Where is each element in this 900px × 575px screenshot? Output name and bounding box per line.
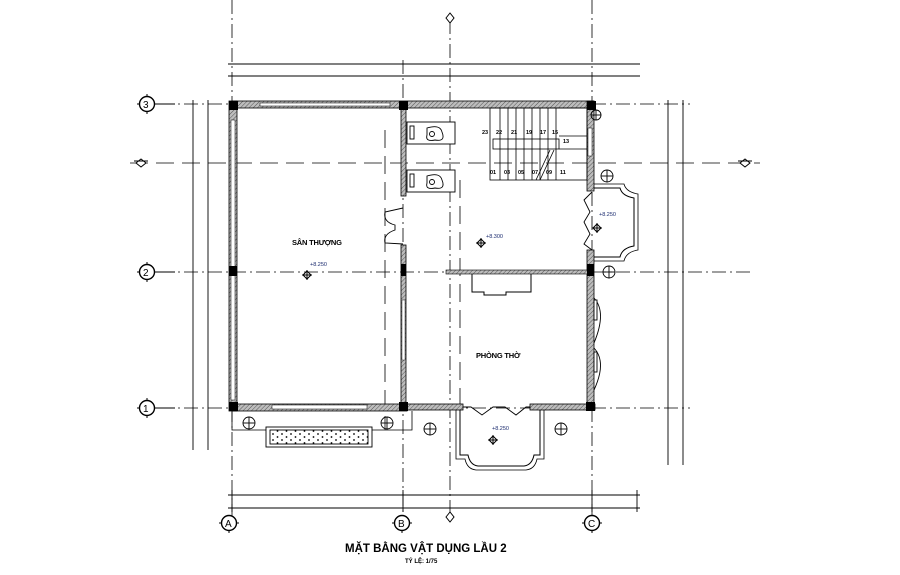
right-balcony <box>594 187 635 258</box>
grid-bubble-row-3: 3 <box>137 94 175 114</box>
svg-text:C: C <box>588 519 595 530</box>
elevation-label: +8.250 <box>492 426 509 432</box>
stair-step-numbers: 23 22 21 19 17 15 13 01 03 05 07 09 11 <box>482 130 569 176</box>
svg-text:07: 07 <box>532 170 538 176</box>
grid-lines <box>160 0 750 520</box>
crosshair-markers <box>242 109 616 436</box>
walls <box>228 100 596 412</box>
svg-text:2: 2 <box>143 268 149 279</box>
svg-text:3: 3 <box>143 100 149 111</box>
grid-bubble-row-2: 2 <box>137 262 175 282</box>
wash-fixtures <box>406 121 456 193</box>
elevation-label: +8.250 <box>310 262 327 268</box>
svg-text:15: 15 <box>552 130 558 136</box>
altar-cabinet <box>471 274 532 296</box>
dimension-lines <box>192 63 684 512</box>
elevation-marker-icons <box>302 223 602 445</box>
svg-text:03: 03 <box>504 170 510 176</box>
svg-text:13: 13 <box>563 139 569 145</box>
room-label-phong-tho: PHÒNG THỜ <box>476 351 521 360</box>
elevation-label: +8.250 <box>599 212 616 218</box>
svg-text:11: 11 <box>560 170 566 176</box>
elevation-label: +8.300 <box>486 234 503 240</box>
svg-text:A: A <box>225 519 232 530</box>
drawing-scale: TỶ LỆ: 1/75 <box>405 557 438 565</box>
staircase <box>489 107 588 181</box>
grid-bubble-col-c: C <box>582 514 602 533</box>
room-label-san-thuong: SÂN THƯỢNG <box>292 238 342 247</box>
svg-text:1: 1 <box>143 404 149 415</box>
grid-bubble-row-1: 1 <box>137 398 175 418</box>
svg-text:23: 23 <box>482 130 488 136</box>
svg-text:B: B <box>398 519 405 530</box>
svg-text:01: 01 <box>490 170 496 176</box>
svg-text:09: 09 <box>546 170 552 176</box>
section-markers <box>134 12 752 523</box>
svg-text:05: 05 <box>518 170 524 176</box>
drawing-title: MẶT BẰNG VẬT DỤNG LẦU 2 <box>345 542 507 555</box>
svg-text:21: 21 <box>511 130 517 136</box>
svg-text:17: 17 <box>540 130 546 136</box>
doors <box>384 191 601 416</box>
bottom-balcony <box>459 410 541 467</box>
svg-text:22: 22 <box>496 130 502 136</box>
svg-text:19: 19 <box>526 130 532 136</box>
grid-bubble-col-a: A <box>219 514 239 533</box>
grid-bubble-col-b: B <box>392 514 412 533</box>
